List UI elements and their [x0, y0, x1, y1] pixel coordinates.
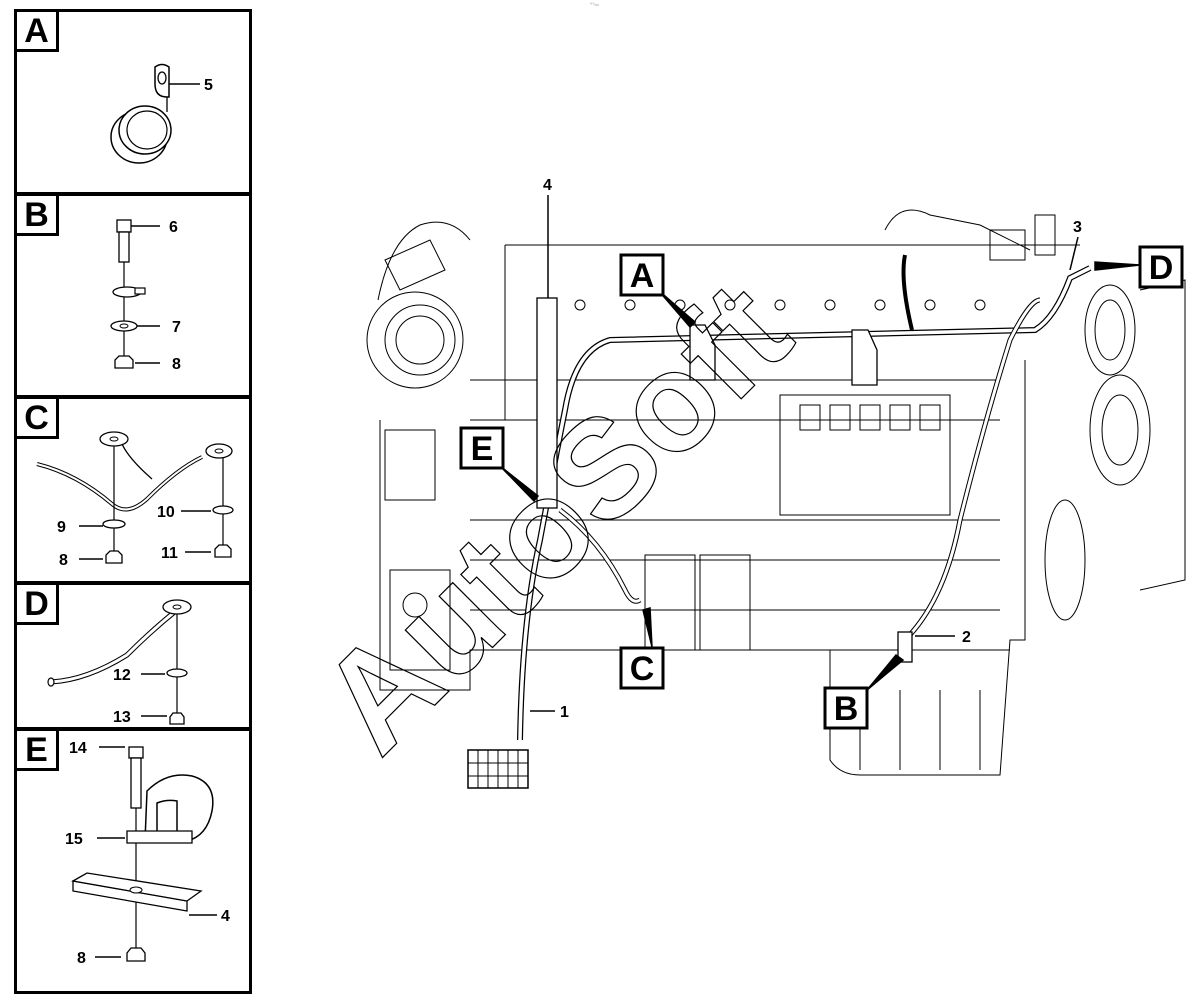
bracket-clamp-illustration: 14 15 4 8: [65, 740, 230, 967]
engine-block-outline: [366, 209, 1186, 776]
leader-e: [499, 465, 540, 503]
panel-letter: C: [17, 399, 59, 439]
bolt-washer-nut-illustration: 6 7 8: [110, 219, 181, 373]
part-number-9: 9: [57, 519, 66, 536]
harness-connector: [467, 749, 529, 789]
panel-letter: E: [17, 731, 59, 771]
part-number-10: 10: [157, 504, 175, 521]
panel-letter: A: [17, 12, 59, 52]
clamp-illustration: 5: [110, 63, 213, 164]
panel-letter: B: [17, 196, 59, 236]
ground-cable-illustration: 9 10 8 11: [36, 431, 234, 569]
part-number-14: 14: [69, 740, 87, 757]
part-number-8: 8: [59, 552, 68, 569]
wiring-harness: [517, 254, 1092, 741]
svg-text:E: E: [471, 430, 494, 468]
svg-text:B: B: [834, 690, 859, 728]
callout-c: C: [619, 646, 665, 690]
leader-3: [1069, 236, 1079, 271]
part-number-2: 2: [962, 629, 971, 646]
header-mark: °°═: [590, 3, 600, 9]
clamp-a-1: [689, 324, 716, 381]
svg-text:D: D: [1149, 249, 1174, 287]
callout-e: E: [459, 426, 505, 470]
callout-d: D: [1138, 245, 1184, 289]
part-number-6: 6: [169, 219, 178, 236]
detail-panel-b: B 6 7 8: [14, 193, 252, 398]
part-number-15: 15: [65, 831, 83, 848]
part-number-11: 11: [161, 545, 178, 562]
leader-a: [657, 289, 697, 329]
detail-panel-e: E 14 15 4 8: [14, 728, 252, 994]
panel-letter: D: [17, 585, 59, 625]
clamp-a-2: [851, 329, 878, 386]
part-number-5: 5: [204, 77, 213, 94]
part-number-8: 8: [77, 950, 86, 967]
bracket-4: [536, 297, 558, 509]
part-number-1: 1: [560, 704, 569, 721]
leader-d: [1094, 261, 1141, 271]
part-number-12: 12: [113, 667, 131, 684]
leader-c: [642, 607, 653, 648]
part-number-4: 4: [543, 177, 552, 194]
part-number-8: 8: [172, 356, 181, 373]
svg-text:C: C: [630, 650, 655, 688]
part-number-13: 13: [113, 709, 131, 726]
part-number-4: 4: [221, 908, 230, 925]
leader-b: [866, 653, 905, 691]
ground-bolt-b: [897, 631, 913, 663]
svg-text:A: A: [630, 257, 655, 295]
cable-lug-illustration: 12 13: [47, 599, 192, 726]
part-number-3: 3: [1073, 219, 1082, 236]
detail-panel-a: A 5: [14, 9, 252, 195]
callout-a: A: [619, 253, 665, 297]
part-number-7: 7: [172, 319, 181, 336]
callout-b: B: [823, 686, 869, 730]
